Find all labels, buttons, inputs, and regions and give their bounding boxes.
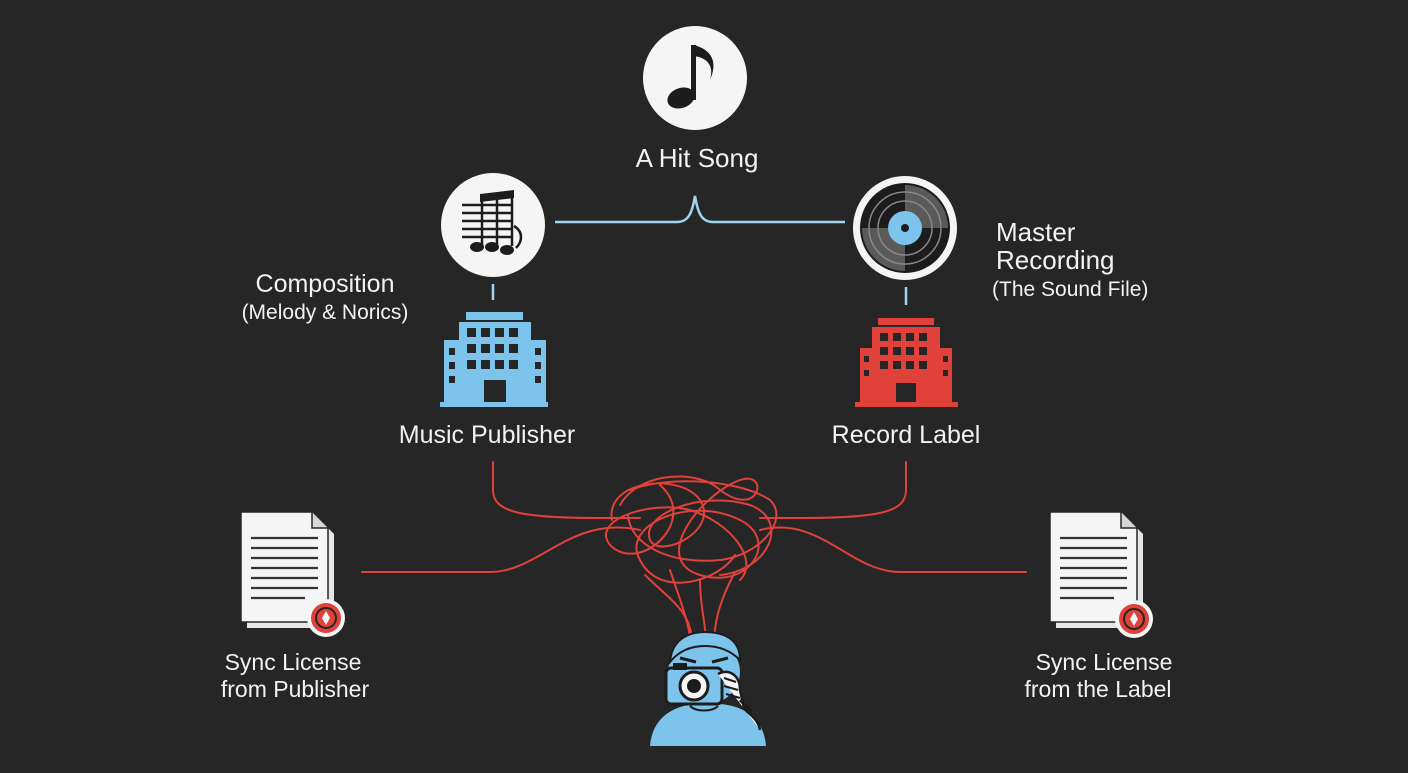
label-license-document-icon	[1049, 511, 1153, 638]
sync-label-line1: Sync License	[1035, 649, 1173, 675]
composition-title: Composition	[255, 270, 395, 298]
vinyl-record-icon	[853, 176, 957, 280]
publisher-building-icon	[440, 312, 548, 407]
tangled-connections	[361, 461, 1027, 641]
record-label-building-icon	[855, 318, 958, 407]
sheet-music-icon	[441, 173, 545, 277]
sync-publisher-line2: from Publisher	[220, 676, 370, 702]
song-label: A Hit Song	[635, 143, 759, 173]
publisher-label: Music Publisher	[398, 421, 576, 449]
person-camera-icon	[650, 630, 766, 746]
sync-label-line2: from the Label	[1024, 676, 1172, 702]
master-title-line2: Recording	[996, 245, 1115, 275]
master-title-line1: Master	[996, 217, 1076, 247]
record-label-label: Record Label	[831, 421, 981, 449]
song-split-connector	[555, 195, 845, 224]
composition-subtitle: (Melody & Norics)	[241, 301, 409, 324]
publisher-license-document-icon	[240, 511, 345, 637]
music-note-icon	[643, 26, 747, 130]
sync-publisher-line1: Sync License	[224, 649, 362, 675]
master-subtitle: (The Sound File)	[992, 278, 1149, 301]
